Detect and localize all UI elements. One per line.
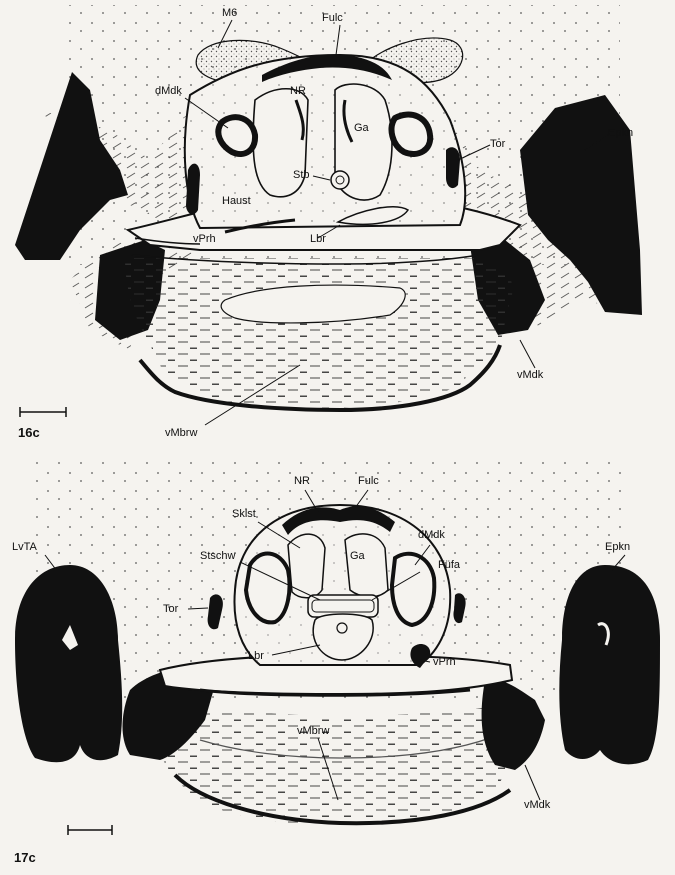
epkn-lobe xyxy=(559,565,660,764)
stb-ring xyxy=(331,171,349,189)
label-epkn-17c: Epkn xyxy=(605,542,630,553)
label-vmbrw: vMbrw xyxy=(165,428,197,439)
label-vmdk-17c: vMdk xyxy=(524,800,550,811)
label-epkn: Epkn xyxy=(608,128,633,139)
label-dmdk: dMdk xyxy=(155,86,182,97)
label-ga: Ga xyxy=(354,123,369,134)
label-fufa: Füfa xyxy=(438,560,460,571)
figure-16c xyxy=(15,5,642,425)
lvta-lobe xyxy=(15,565,122,762)
label-lbr-17c: Lbr xyxy=(248,651,264,662)
figure-number-17c: 17c xyxy=(14,850,36,865)
label-lvta: LvTA xyxy=(12,542,37,553)
label-nr-17c: NR xyxy=(294,476,310,487)
label-dmdk-17c: dMdk xyxy=(418,530,445,541)
label-fulc: Fulc xyxy=(322,13,343,24)
dmdk-ring-left xyxy=(218,117,255,154)
label-nr: NR xyxy=(290,86,306,97)
label-lbr: Lbr xyxy=(310,234,326,245)
figure-number-16c: 16c xyxy=(18,425,40,440)
label-tor-17c: Tor xyxy=(163,604,178,615)
figure-17c xyxy=(15,460,660,835)
label-tor: Tor xyxy=(490,139,505,150)
label-vmbrw-17c: vMbrw xyxy=(297,726,329,737)
label-sklst: Sklst xyxy=(232,509,256,520)
label-stschw: Stschw xyxy=(200,551,235,562)
label-m6: M6 xyxy=(222,8,237,19)
label-vmdk: vMdk xyxy=(517,370,543,381)
label-vprh-17c: vPrh xyxy=(433,657,456,668)
label-haust: Haust xyxy=(222,196,251,207)
label-fulc-17c: Fulc xyxy=(358,476,379,487)
label-ga-17c: Ga xyxy=(350,551,365,562)
label-stb: Stb xyxy=(293,170,310,181)
dmdk-ring-right xyxy=(392,115,431,154)
label-vprh: vPrh xyxy=(193,234,216,245)
